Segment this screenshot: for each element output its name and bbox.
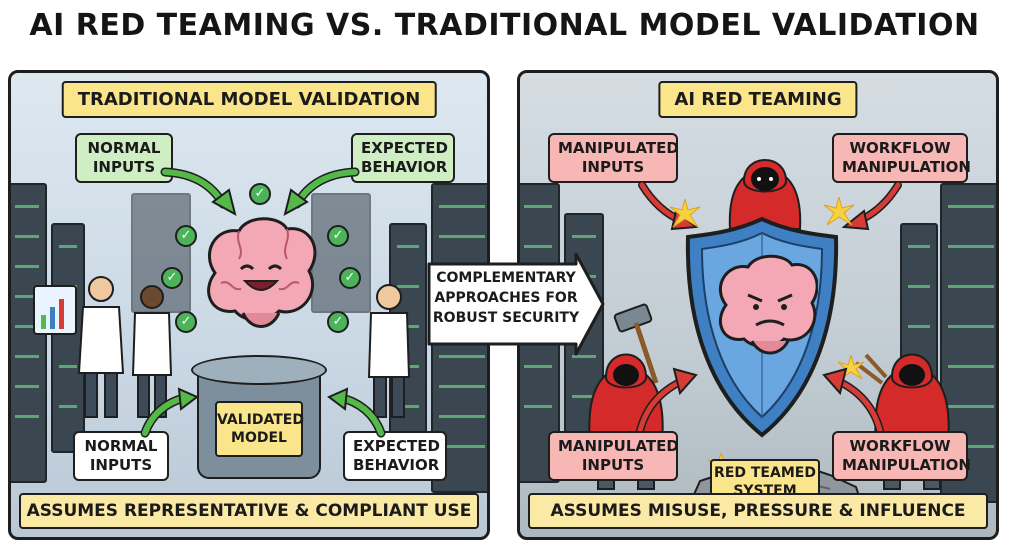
hooded-attacker-figure bbox=[728, 159, 802, 230]
green-arrow bbox=[327, 387, 386, 438]
scientist-figure bbox=[131, 285, 173, 418]
happy-brain-icon bbox=[207, 217, 317, 328]
check-icon: ✓ bbox=[327, 311, 349, 333]
red-arrow bbox=[841, 181, 902, 231]
page-title: AI RED TEAMING VS. TRADITIONAL MODEL VAL… bbox=[29, 8, 980, 43]
scientist-figure bbox=[367, 284, 411, 418]
complementary-approaches-callout: COMPLEMENTARY APPROACHES FOR ROBUST SECU… bbox=[426, 252, 606, 356]
angry-brain-icon bbox=[718, 254, 818, 355]
panel-footer: ASSUMES MISUSE, PRESSURE & INFLUENCE bbox=[528, 493, 988, 529]
panel-footer: ASSUMES REPRESENTATIVE & COMPLIANT USE bbox=[19, 493, 479, 529]
check-icon: ✓ bbox=[175, 225, 197, 247]
callout-line: COMPLEMENTARY bbox=[436, 270, 576, 286]
panel-header: TRADITIONAL MODEL VALIDATION bbox=[61, 81, 437, 118]
check-icon: ✓ bbox=[175, 311, 197, 333]
callout-line: ROBUST SECURITY bbox=[432, 310, 580, 326]
panel-header: AI RED TEAMING bbox=[658, 81, 858, 118]
spark-icon bbox=[670, 199, 700, 228]
check-icon: ✓ bbox=[161, 267, 183, 289]
callout-line: APPROACHES FOR bbox=[434, 290, 578, 306]
scientist-figure bbox=[77, 276, 125, 418]
server-rack bbox=[311, 193, 371, 313]
check-icon: ✓ bbox=[249, 183, 271, 205]
green-arrow bbox=[283, 167, 360, 216]
green-arrow bbox=[160, 167, 237, 216]
spark-icon bbox=[824, 197, 854, 226]
chart-screen-icon bbox=[33, 285, 77, 335]
check-icon: ✓ bbox=[339, 267, 361, 289]
green-arrow bbox=[140, 387, 199, 438]
callout-arrow-shape bbox=[427, 252, 605, 356]
check-icon: ✓ bbox=[327, 225, 349, 247]
